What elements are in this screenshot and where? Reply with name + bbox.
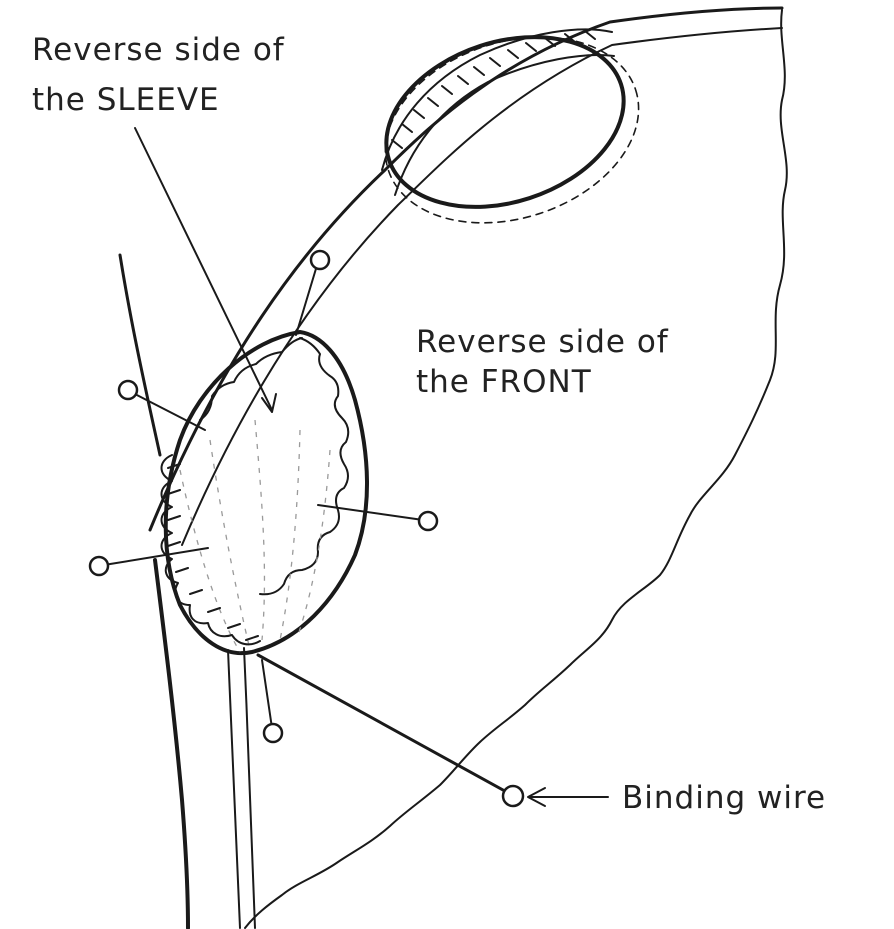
front-label-line2: the FRONT: [416, 364, 592, 400]
front-label-line1: Reverse side of: [416, 324, 669, 360]
pin-lower-left: [90, 548, 208, 575]
sleeve-label-line1: Reverse side of: [32, 32, 285, 68]
pins: [90, 251, 437, 742]
sleeve-leader-line: [135, 128, 272, 410]
sleeve-label-line2: the SLEEVE: [32, 82, 220, 118]
pin-upper-left: [119, 381, 205, 430]
binding-wire-label: Binding wire: [622, 780, 826, 816]
leader-lines: [135, 128, 608, 806]
binding-wire-loop: [503, 786, 523, 806]
pin-bottom: [262, 660, 282, 742]
